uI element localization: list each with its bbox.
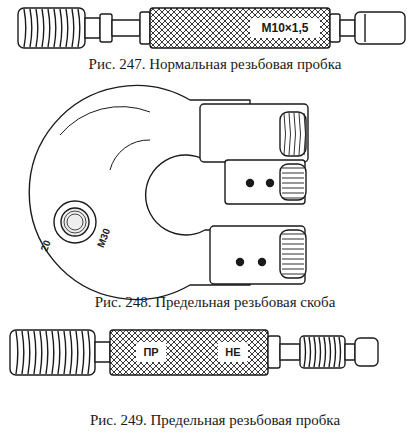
roller-ridge (282, 254, 304, 255)
roller-ridge (282, 183, 304, 184)
figure-caption: Рис. 247. Нормальная резьбовая пробка (89, 57, 342, 72)
thread-ridge (304, 113, 306, 155)
thread-ridge (30, 9, 32, 47)
thread-ridge (324, 337, 326, 367)
thread-ridge (76, 331, 78, 374)
thread-ridge (78, 9, 80, 47)
thread-ridge (314, 337, 316, 367)
thread-ridge (24, 9, 26, 47)
thread-ridge (48, 9, 50, 47)
roller-ridge (282, 188, 304, 189)
thread-ridge (66, 9, 68, 47)
thread-ridge (72, 9, 74, 47)
roller-ridge (282, 239, 304, 240)
thread-ridge (284, 113, 286, 155)
roller-ridge (282, 249, 304, 250)
thread-ridge (299, 113, 301, 155)
roller-ridge (282, 193, 304, 194)
no-go-mark: НЕ (225, 347, 240, 358)
thread-ridge (294, 113, 296, 155)
hole-thread (67, 214, 83, 230)
thread-ridge (34, 331, 36, 374)
roller-ridge (282, 244, 304, 245)
thread-ridge (40, 331, 42, 374)
thread-ridge (52, 331, 54, 374)
thread-snap-gauge (29, 85, 308, 299)
roller-ridge (282, 234, 304, 235)
roller-ridge (282, 168, 304, 169)
thread-ridge (36, 9, 38, 47)
roller-ridge (282, 198, 304, 199)
roller-ridge (282, 269, 304, 270)
hole-thread (64, 211, 86, 233)
thread-ridge (82, 331, 84, 374)
thread-ridge (334, 337, 336, 367)
thread-ridge (64, 331, 66, 374)
figure-caption: Рис. 248. Предельная резьбовая скоба (95, 295, 336, 310)
thread-ridge (60, 9, 62, 47)
thread-ridge (22, 331, 24, 374)
thread-ridge (319, 337, 321, 367)
thread-ridge (309, 337, 311, 367)
roller-ridge (282, 259, 304, 260)
thread-ridge (54, 9, 56, 47)
thread-ridge (16, 331, 18, 374)
thread-ridge (58, 331, 60, 374)
thread-ridge (28, 331, 30, 374)
roller-ridge (282, 178, 304, 179)
roller-ridge (282, 264, 304, 265)
roller-ridge (282, 173, 304, 174)
limit-thread-plug (10, 330, 378, 375)
go-mark: ПР (143, 347, 158, 358)
figure-caption: Рис. 249. Предельная резьбовая пробка (90, 413, 340, 428)
thread-ridge (329, 337, 331, 367)
thread-ridge (339, 337, 341, 367)
thread-plug (18, 8, 405, 48)
thread-ridge (42, 9, 44, 47)
thread-ridge (304, 337, 306, 367)
thread-size: M10×1,5 (261, 22, 308, 34)
thread-ridge (46, 331, 48, 374)
thread-ridge (88, 331, 90, 374)
thread-ridge (70, 331, 72, 374)
roller-ridge (282, 274, 304, 275)
thread-ridge (289, 113, 291, 155)
